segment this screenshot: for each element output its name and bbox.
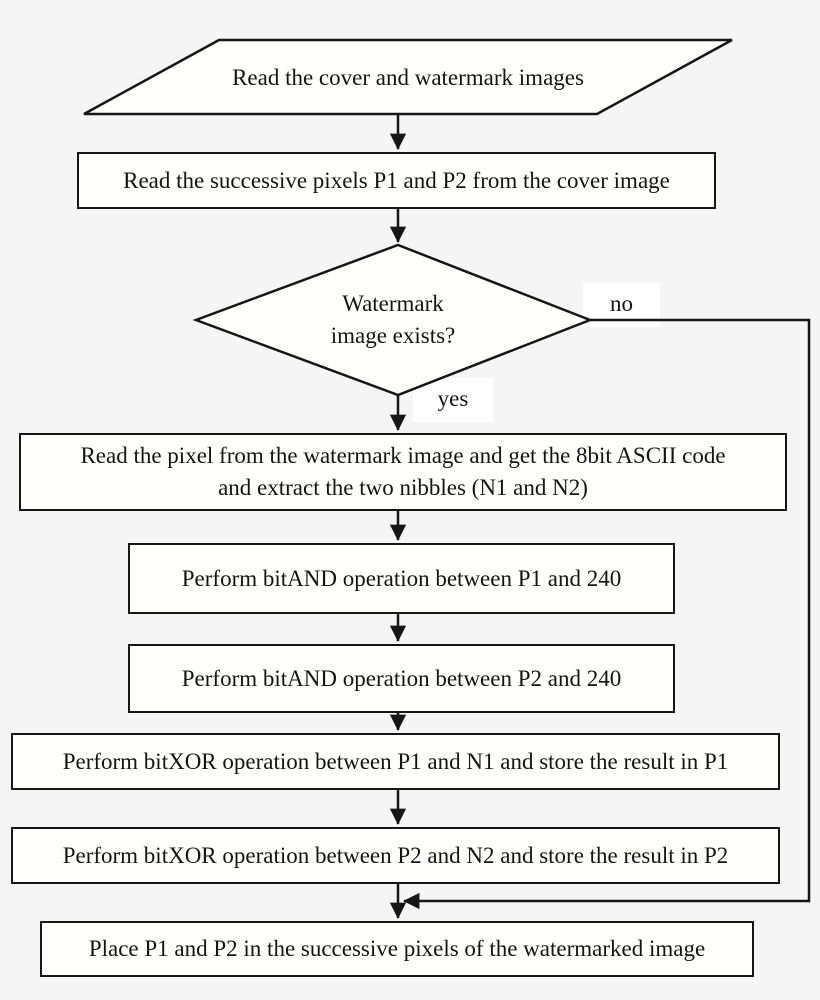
no-branch-line <box>403 318 811 910</box>
node-read-watermark-line2: and extract the two nibbles (N1 and N2) <box>218 475 588 500</box>
node-start: Read the cover and watermark images <box>84 40 732 115</box>
edge-label-yes-text: yes <box>437 386 469 411</box>
node-bitand-p1: Perform bitAND operation between P1 and … <box>128 543 675 614</box>
node-decision-line2: image exists? <box>330 323 456 348</box>
node-read-pixels: Read the successive pixels P1 and P2 fro… <box>77 152 716 209</box>
node-read-watermark-line1: Read the pixel from the watermark image … <box>80 443 726 469</box>
node-place-pixels: Place P1 and P2 in the successive pixels… <box>40 921 754 977</box>
node-bitand-p1-label: Perform bitAND operation between P1 and … <box>181 565 622 591</box>
node-bitxor-p1: Perform bitXOR operation between P1 and … <box>11 733 780 790</box>
node-read-watermark: Read the pixel from the watermark image … <box>19 433 787 511</box>
edge-label-no-text: no <box>610 291 633 316</box>
node-decision-line1: Watermark <box>342 291 444 317</box>
node-decision: Watermark image exists? <box>196 245 590 395</box>
node-bitxor-p2: Perform bitXOR operation between P2 and … <box>11 827 780 884</box>
node-bitand-p2-label: Perform bitAND operation between P2 and … <box>181 665 622 691</box>
node-place-pixels-label: Place P1 and P2 in the successive pixels… <box>88 936 706 962</box>
node-bitand-p2: Perform bitAND operation between P2 and … <box>128 644 675 713</box>
node-read-pixels-label: Read the successive pixels P1 and P2 fro… <box>123 167 670 193</box>
node-start-label: Read the cover and watermark images <box>232 64 584 90</box>
start-parallelogram-shape <box>83 38 733 116</box>
node-bitxor-p2-label: Perform bitXOR operation between P2 and … <box>62 842 729 868</box>
edge-label-yes: yes <box>413 378 493 422</box>
node-bitxor-p1-label: Perform bitXOR operation between P1 and … <box>62 748 729 774</box>
